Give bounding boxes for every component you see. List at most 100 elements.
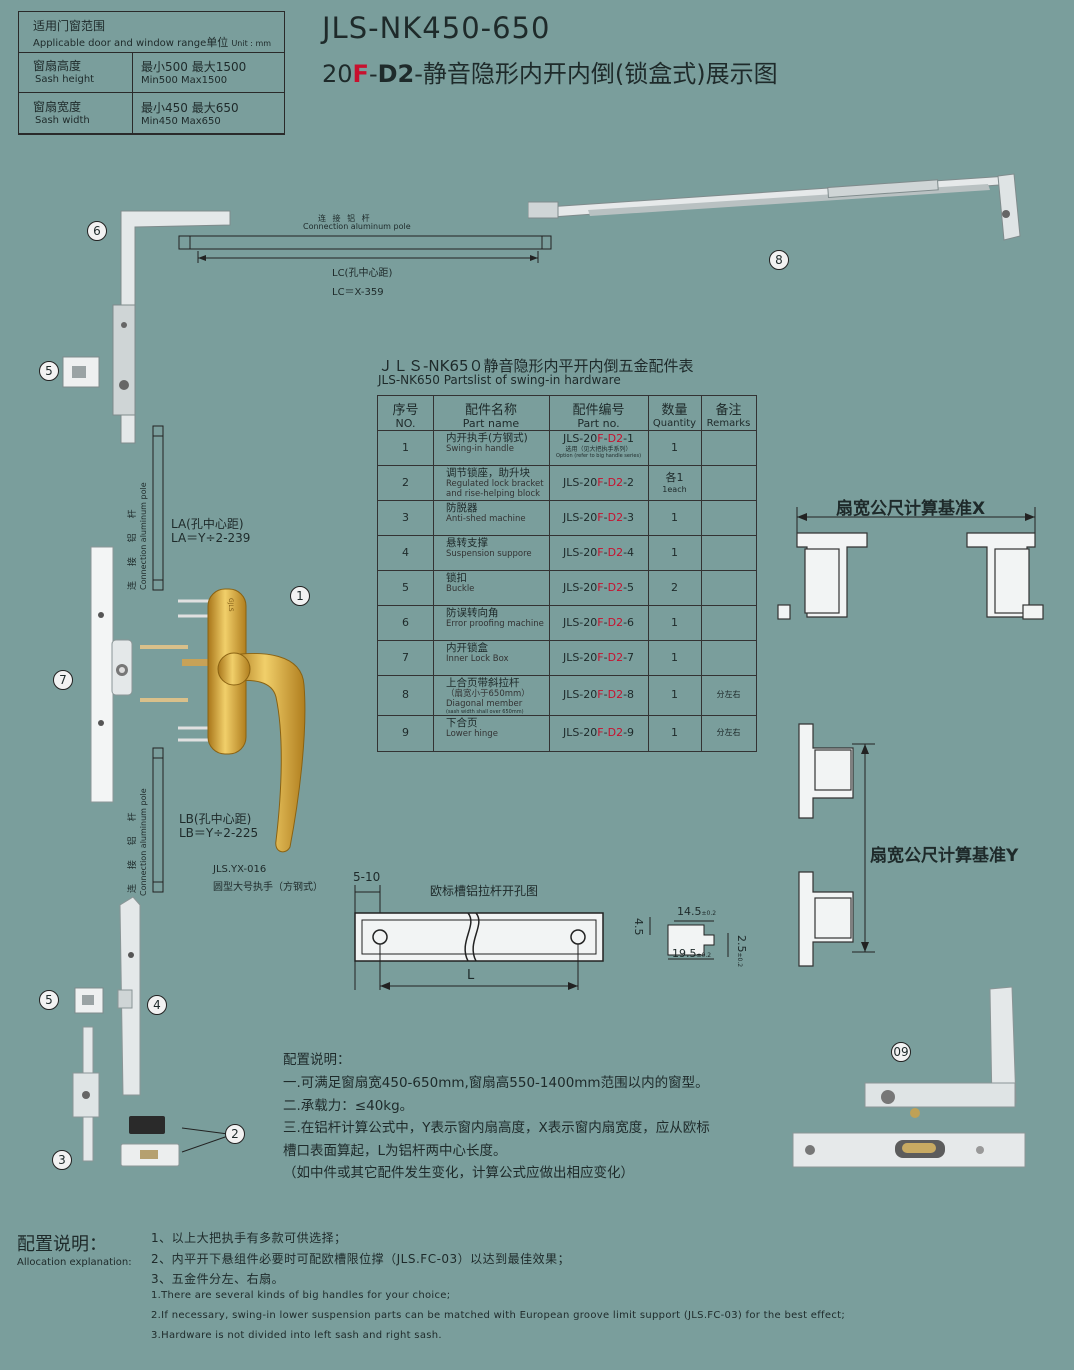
- part-code-dash: -: [603, 510, 608, 524]
- groove-length: L: [467, 968, 475, 983]
- part-code-dash: -: [603, 432, 608, 445]
- part-name-cn: 防误转向角: [446, 607, 499, 619]
- part-name-en: Suspension suppore: [446, 549, 532, 559]
- part-code: JLS-20F-D2-7: [549, 651, 648, 664]
- allocation-title-en: Allocation explanation:: [17, 1257, 132, 1268]
- part-code-note-cn: 选用（见大把执手系列）: [565, 446, 632, 453]
- error-proofing-corner-illustration: [112, 210, 231, 444]
- callout-4: 4: [147, 995, 167, 1015]
- upper-hinge-diagonal-illustration: [528, 173, 1021, 241]
- part-code-dash: -: [603, 726, 608, 739]
- part-code-prefix: JLS-20: [562, 615, 598, 629]
- part-code-dash: -: [623, 650, 628, 664]
- part-code-suffix: 1: [627, 432, 635, 445]
- suspension-support-illustration: [117, 896, 141, 1096]
- part-code-d: D2: [607, 615, 624, 629]
- title-code-f: F: [352, 60, 369, 88]
- part-code-dash: -: [603, 545, 608, 559]
- lower-hinge-illustration: [792, 986, 1026, 1168]
- header-name-en: Part name: [462, 417, 520, 430]
- dim-b: 14.5: [677, 905, 702, 918]
- callout-7: 7: [53, 670, 73, 690]
- range-header: 适用门窗范围 Applicable door and window range单…: [19, 12, 284, 53]
- part-quantity: 1: [671, 650, 678, 664]
- part-name-extra: Diagonal member: [446, 699, 523, 709]
- profile-y-label: 扇宽公尺计算基准Y: [870, 846, 1019, 866]
- part-quantity: 1: [671, 440, 678, 454]
- part-code-d: D2: [607, 726, 624, 739]
- header-no-cn: 序号: [392, 403, 419, 418]
- part-code-dash: -: [603, 580, 608, 594]
- range-label-en: Sash width: [35, 115, 90, 126]
- connection-pole-top: [178, 235, 552, 263]
- dim-c-tol: ±0.2: [696, 952, 712, 959]
- part-code-prefix: JLS-20: [562, 510, 598, 524]
- range-value-en: Min500 Max1500: [141, 75, 228, 86]
- part-name-cn: 锁扣: [446, 572, 467, 584]
- config-line: 槽口表面算起，L为铝杆两中心长度。: [283, 1143, 507, 1159]
- lb-label: LB(孔中心距): [179, 812, 252, 826]
- callout-5: 5: [39, 361, 59, 381]
- part-code-dash: -: [623, 726, 628, 739]
- part-code-d: D2: [607, 510, 624, 524]
- part-number: 2: [402, 475, 409, 489]
- groove-offset: 5-10: [353, 870, 381, 884]
- dim-c: 19.5: [672, 947, 697, 960]
- part-code-suffix: 4: [627, 545, 635, 559]
- part-code-suffix: 3: [627, 510, 635, 524]
- allocation-line-en: 3.Hardware is not divided into left sash…: [151, 1330, 442, 1341]
- part-code-prefix: JLS-20: [562, 650, 598, 664]
- part-code-suffix: 5: [627, 580, 635, 594]
- part-code: JLS-20F-D2-1: [549, 432, 648, 445]
- part-name-cn: 悬转支撑: [446, 537, 488, 549]
- part-code-prefix: JLS-20: [562, 580, 598, 594]
- dim-a: 4.5: [632, 918, 645, 936]
- part-code-f: F: [597, 510, 604, 524]
- range-label-cn: 窗扇高度: [33, 59, 82, 73]
- part-code-dash: -: [603, 475, 608, 489]
- connection-pole-lb: [152, 747, 164, 893]
- allocation-line-en: 1.There are several kinds of big handles…: [151, 1290, 451, 1301]
- part-code-prefix: JLS-20: [562, 475, 598, 489]
- part-code-f: F: [597, 432, 604, 445]
- part-name-en: Inner Lock Box: [446, 654, 509, 664]
- part-number: 9: [402, 726, 409, 739]
- la-label: LA(孔中心距): [171, 517, 244, 531]
- part-number: 7: [402, 650, 409, 664]
- inner-lock-box-illustration: [90, 546, 133, 803]
- callout-9: 09: [891, 1042, 911, 1062]
- part-name-cn: 上合页带斜拉杆: [446, 677, 520, 689]
- part-code: JLS-20F-D2-5: [549, 581, 648, 594]
- part-name-en: Swing-in handle: [446, 444, 514, 454]
- lb-formula: LB＝Y÷2-225: [179, 826, 259, 840]
- part-quantity: 1: [671, 688, 678, 701]
- part-code-dash: -: [623, 615, 628, 629]
- part-code-suffix: 9: [627, 726, 635, 739]
- header-remarks-cn: 备注: [715, 403, 742, 418]
- part-code-f: F: [597, 726, 604, 739]
- callout-6: 6: [87, 221, 107, 241]
- part-quantity: 1: [671, 545, 678, 559]
- lb-pole-caption-cn: 连 接 铝 杆: [128, 806, 138, 893]
- title-code: 20: [322, 60, 353, 88]
- range-header-cn: 适用门窗范围: [33, 19, 106, 33]
- part-name-note: (sash width shall over 650mm): [446, 709, 524, 715]
- model-title: JLS-NK450-650: [322, 11, 551, 45]
- handle-desc: 圆型大号执手（方钢式）: [213, 882, 323, 893]
- groove-section-diagram: [649, 917, 729, 960]
- part-remarks: 分左右: [716, 728, 741, 737]
- config-title: 配置说明：: [283, 1052, 351, 1068]
- config-line: 二.承载力：≤40kg。: [283, 1098, 414, 1114]
- part-code-dash: -: [623, 545, 628, 559]
- allocation-line-cn: 1、以上大把执手有多款可供选择；: [151, 1231, 347, 1245]
- part-quantity: 各1: [665, 471, 684, 484]
